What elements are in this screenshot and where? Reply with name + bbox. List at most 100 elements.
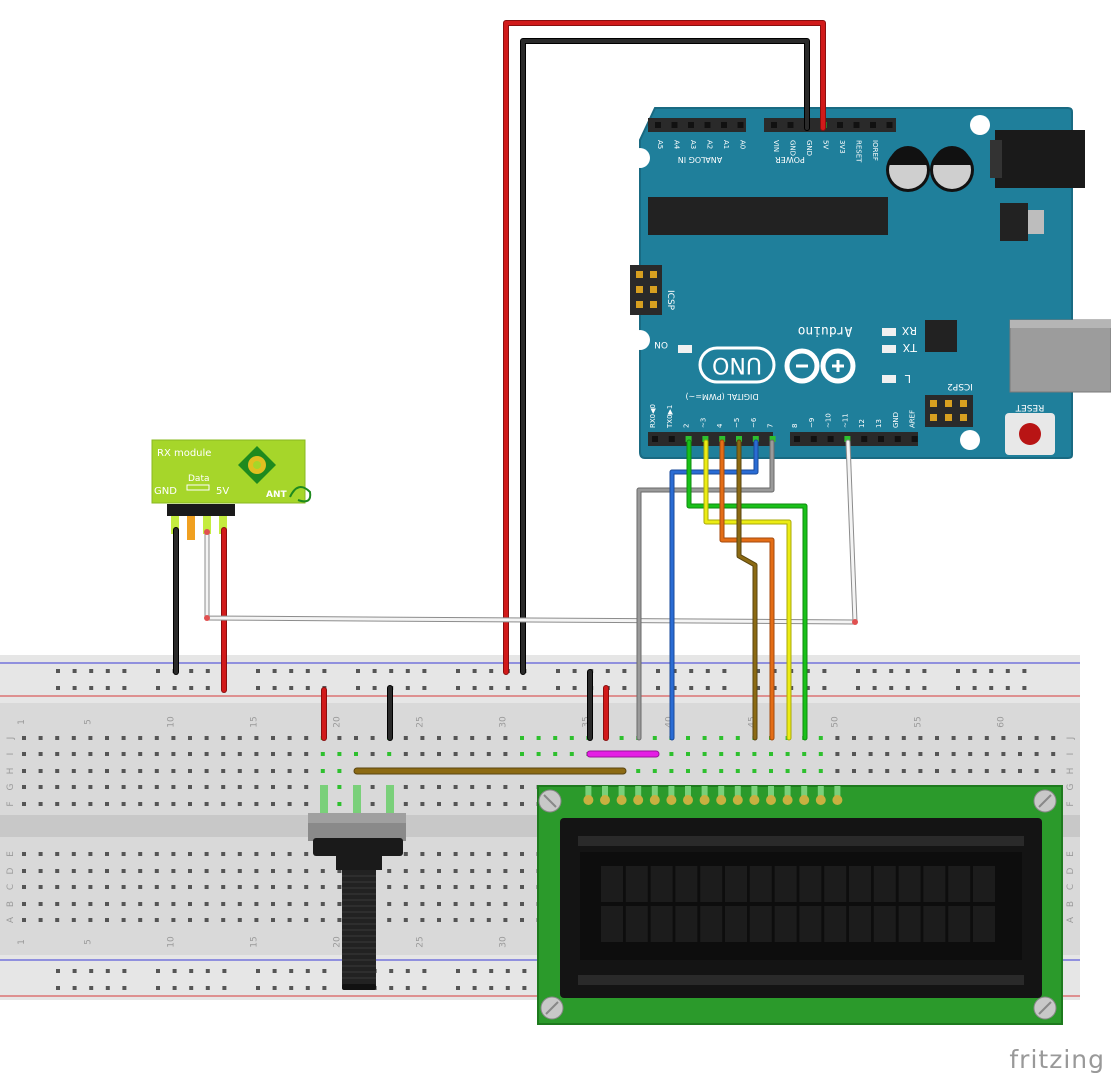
rail-hole[interactable] (56, 986, 60, 990)
rail-hole[interactable] (605, 669, 610, 673)
breadboard-hole[interactable] (337, 769, 342, 773)
breadboard-hole[interactable] (22, 885, 26, 889)
header-pin[interactable] (721, 122, 727, 128)
rail-hole[interactable] (472, 969, 477, 973)
breadboard-hole[interactable] (403, 902, 408, 906)
rail-hole[interactable] (722, 686, 727, 690)
breadboard-hole[interactable] (818, 736, 823, 740)
breadboard-hole[interactable] (204, 869, 209, 873)
rail-hole[interactable] (1022, 686, 1027, 690)
rail-hole[interactable] (289, 686, 294, 690)
breadboard-hole[interactable] (1034, 769, 1039, 773)
breadboard-hole[interactable] (536, 752, 541, 756)
rail-hole[interactable] (456, 969, 460, 973)
breadboard-hole[interactable] (38, 785, 43, 789)
breadboard-hole[interactable] (420, 885, 425, 889)
breadboard-hole[interactable] (138, 902, 143, 906)
breadboard-hole[interactable] (22, 736, 26, 740)
rail-hole[interactable] (172, 986, 177, 990)
breadboard-hole[interactable] (204, 785, 209, 789)
breadboard-hole[interactable] (55, 869, 60, 873)
breadboard-hole[interactable] (221, 736, 226, 740)
breadboard-hole[interactable] (503, 885, 508, 889)
rail-hole[interactable] (522, 986, 527, 990)
rail-hole[interactable] (256, 669, 260, 673)
breadboard-hole[interactable] (304, 885, 309, 889)
breadboard-hole[interactable] (204, 902, 209, 906)
rail-hole[interactable] (489, 686, 494, 690)
breadboard-hole[interactable] (918, 736, 923, 740)
breadboard-hole[interactable] (1018, 752, 1022, 756)
breadboard-hole[interactable] (520, 902, 524, 906)
breadboard-hole[interactable] (337, 869, 342, 873)
rail-hole[interactable] (89, 686, 94, 690)
breadboard-hole[interactable] (121, 752, 126, 756)
breadboard-hole[interactable] (1051, 736, 1056, 740)
rail-hole[interactable] (89, 969, 94, 973)
potentiometer-knob[interactable] (342, 870, 376, 988)
breadboard-hole[interactable] (105, 918, 109, 922)
breadboard-hole[interactable] (254, 736, 259, 740)
rail-hole[interactable] (356, 669, 360, 673)
breadboard-hole[interactable] (71, 769, 76, 773)
rail-hole[interactable] (222, 969, 227, 973)
rail-hole[interactable] (405, 686, 410, 690)
breadboard-hole[interactable] (337, 752, 342, 756)
breadboard-hole[interactable] (55, 802, 60, 806)
breadboard-hole[interactable] (188, 902, 192, 906)
rail-hole[interactable] (656, 686, 660, 690)
breadboard-hole[interactable] (71, 802, 76, 806)
breadboard-hole[interactable] (237, 785, 242, 789)
rail-hole[interactable] (672, 669, 677, 673)
rail-hole[interactable] (156, 969, 160, 973)
breadboard-hole[interactable] (221, 785, 226, 789)
breadboard-hole[interactable] (1001, 769, 1006, 773)
breadboard-hole[interactable] (984, 736, 989, 740)
breadboard-hole[interactable] (88, 902, 93, 906)
breadboard-hole[interactable] (868, 736, 873, 740)
breadboard-hole[interactable] (702, 769, 707, 773)
breadboard-hole[interactable] (885, 752, 890, 756)
breadboard-hole[interactable] (437, 752, 441, 756)
header-pin[interactable] (827, 436, 834, 442)
wire-lcd-en[interactable] (670, 440, 758, 740)
rail-hole[interactable] (972, 669, 977, 673)
breadboard-hole[interactable] (370, 752, 375, 756)
rail-hole[interactable] (105, 669, 110, 673)
breadboard-hole[interactable] (802, 769, 807, 773)
breadboard-hole[interactable] (55, 918, 60, 922)
rail-hole[interactable] (889, 686, 894, 690)
breadboard-hole[interactable] (38, 752, 43, 756)
breadboard-hole[interactable] (503, 802, 508, 806)
breadboard-hole[interactable] (320, 769, 325, 773)
rail-hole[interactable] (989, 669, 994, 673)
breadboard-hole[interactable] (154, 752, 159, 756)
breadboard-hole[interactable] (652, 736, 657, 740)
breadboard-hole[interactable] (835, 769, 840, 773)
breadboard-hole[interactable] (237, 869, 242, 873)
breadboard-hole[interactable] (387, 902, 392, 906)
rail-hole[interactable] (356, 686, 360, 690)
breadboard-hole[interactable] (188, 869, 192, 873)
breadboard-hole[interactable] (38, 802, 43, 806)
breadboard-hole[interactable] (437, 869, 441, 873)
breadboard-hole[interactable] (88, 785, 93, 789)
rail-hole[interactable] (122, 686, 127, 690)
breadboard-hole[interactable] (154, 869, 159, 873)
breadboard-hole[interactable] (935, 752, 939, 756)
rail-hole[interactable] (1005, 686, 1010, 690)
breadboard-hole[interactable] (204, 736, 209, 740)
breadboard-hole[interactable] (38, 852, 43, 856)
breadboard-hole[interactable] (719, 752, 724, 756)
breadboard-hole[interactable] (237, 918, 242, 922)
breadboard-hole[interactable] (121, 885, 126, 889)
breadboard-hole[interactable] (486, 885, 491, 889)
breadboard-hole[interactable] (486, 785, 491, 789)
breadboard-hole[interactable] (453, 869, 458, 873)
breadboard-hole[interactable] (818, 769, 823, 773)
breadboard-hole[interactable] (1018, 736, 1022, 740)
breadboard-hole[interactable] (271, 852, 275, 856)
breadboard-hole[interactable] (885, 736, 890, 740)
rail-hole[interactable] (305, 986, 310, 990)
breadboard-hole[interactable] (204, 802, 209, 806)
